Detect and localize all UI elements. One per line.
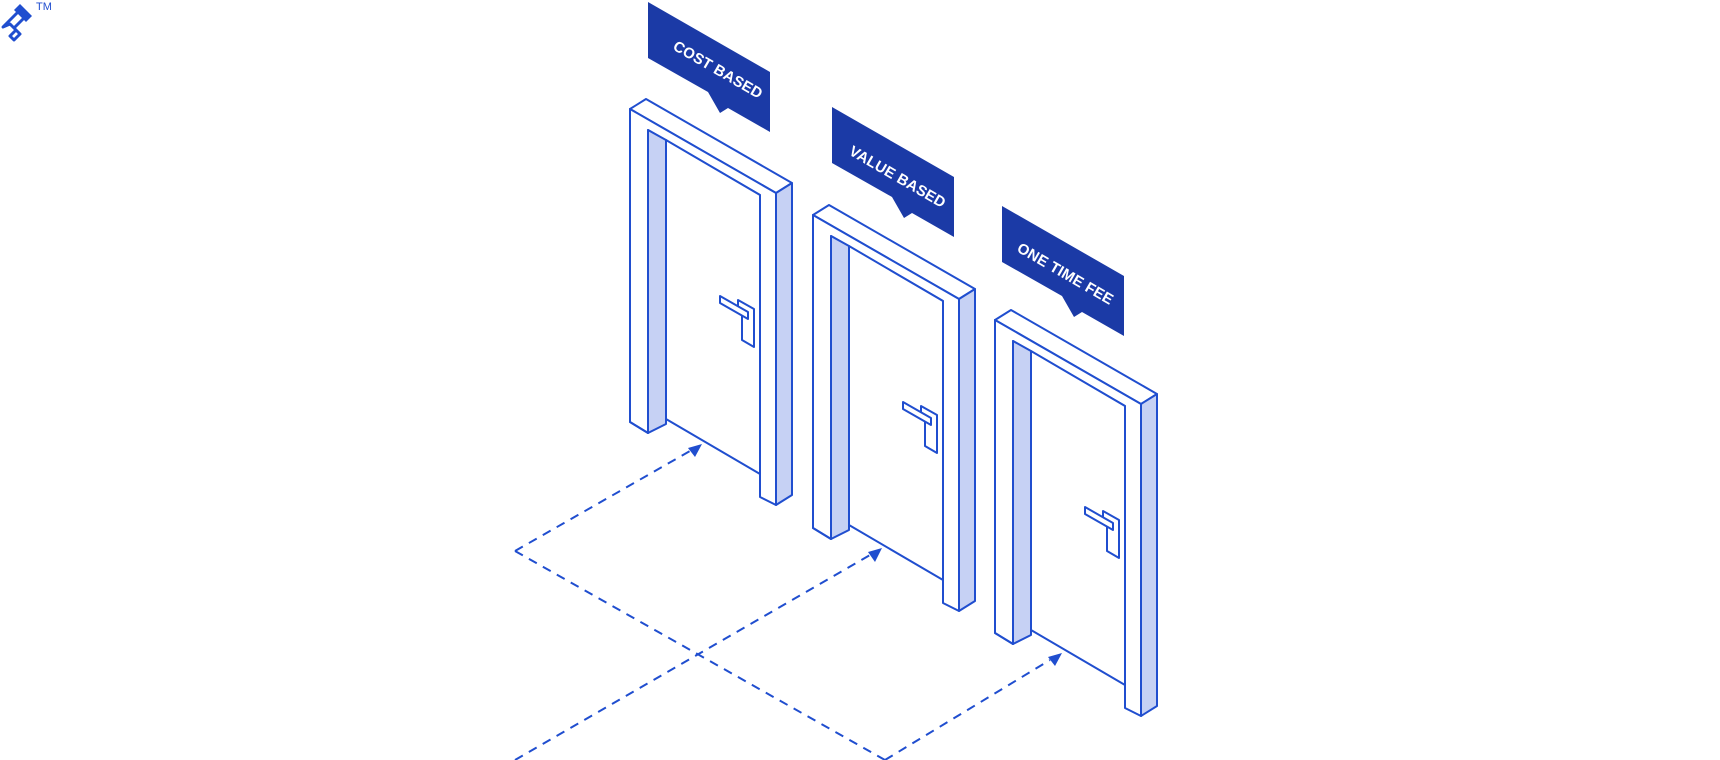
door-jamb xyxy=(647,129,667,434)
arrowhead-door-3 xyxy=(1048,653,1062,666)
door-jamb xyxy=(830,235,850,540)
door-handle-icon xyxy=(1084,506,1120,559)
toptal-logo-icon: TM xyxy=(1,1,52,42)
guide-to-door-1 xyxy=(514,450,691,552)
floor-guides xyxy=(514,444,1062,760)
door-value-based: VALUE BASED xyxy=(812,107,976,612)
door-jamb xyxy=(1012,340,1032,645)
arrowhead-door-2 xyxy=(868,548,882,562)
door-panel xyxy=(665,139,761,475)
door-handle-icon xyxy=(902,401,938,454)
door-one-time-fee: ONE TIME FEE xyxy=(994,206,1158,717)
guide-to-door-2 xyxy=(514,554,871,760)
door-frame-side xyxy=(1140,393,1158,717)
door-handle-icon xyxy=(719,295,755,348)
guide-to-door-3 xyxy=(884,659,1051,760)
arrowhead-door-1 xyxy=(688,444,702,457)
door-frame-side xyxy=(775,182,793,506)
door-frame-side xyxy=(958,288,976,612)
door-panel xyxy=(848,245,944,581)
door-cost-based: COST BASED xyxy=(629,2,793,506)
trademark-mark: TM xyxy=(36,1,52,13)
floor-guide-diagonal xyxy=(514,550,886,760)
door-panel xyxy=(1030,350,1126,686)
